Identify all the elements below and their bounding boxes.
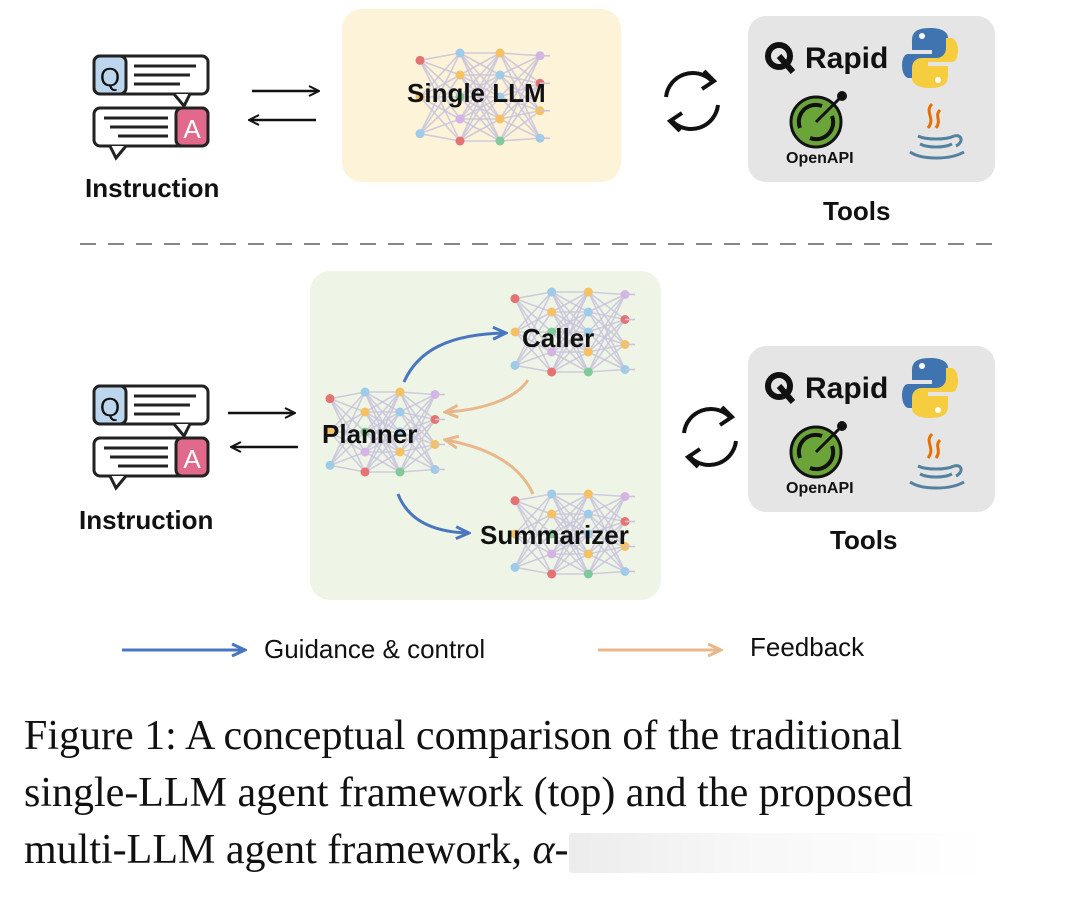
rapid-logo-icon-bottom xyxy=(765,372,796,404)
java-icon xyxy=(909,102,965,160)
caption-watermark xyxy=(568,833,989,874)
caller-network-icon xyxy=(510,287,635,377)
python-icon xyxy=(902,28,958,88)
caption-alpha: α- xyxy=(532,827,569,873)
openapi-label: OpenAPI xyxy=(786,150,854,167)
q-letter: Q xyxy=(100,62,120,92)
single-llm-network-icon xyxy=(415,48,550,146)
caption-line-2: single-LLM agent framework (top) and the… xyxy=(24,770,913,816)
planner-to-summarizer-arrow xyxy=(396,493,468,533)
caller-to-planner-arrow xyxy=(446,379,530,412)
planner-network-icon xyxy=(325,387,445,477)
a-letter: A xyxy=(183,114,201,144)
instruction-label: Instruction xyxy=(85,173,220,203)
java-icon-bottom xyxy=(909,432,965,490)
figure-caption: Figure 1: A conceptual comparison of the… xyxy=(24,708,1054,879)
caption-line-1: Figure 1: A conceptual comparison of the… xyxy=(24,713,903,759)
legend-feedback-label: Feedback xyxy=(750,632,865,662)
summarizer-network-icon xyxy=(510,489,635,579)
tools-label: Tools xyxy=(823,196,891,226)
single-llm-label: Single LLM xyxy=(407,78,546,108)
planner-to-caller-arrow xyxy=(402,333,505,383)
summarizer-to-planner-arrow xyxy=(446,440,535,495)
instruction-label-bottom: Instruction xyxy=(79,505,214,535)
caption-line-3: multi-LLM agent framework, α- xyxy=(24,822,1054,879)
instruction-chat-icon: Q A xyxy=(92,54,210,161)
rapid-logo-icon xyxy=(765,42,796,74)
q-letter: Q xyxy=(100,392,120,422)
openapi-label-bottom: OpenAPI xyxy=(786,480,854,497)
rapid-brand-label-bottom: Rapid xyxy=(805,372,889,405)
instruction-chat-icon-bottom: Q A xyxy=(92,384,210,491)
summarizer-label: Summarizer xyxy=(480,520,629,550)
python-icon-bottom xyxy=(902,358,958,418)
legend-guidance-label: Guidance & control xyxy=(264,634,486,664)
rapid-brand-label: Rapid xyxy=(805,42,889,75)
openapi-icon xyxy=(789,91,847,149)
planner-label: Planner xyxy=(322,419,418,449)
caption-line-3-text: multi-LLM agent framework, xyxy=(24,827,533,873)
openapi-icon-bottom xyxy=(789,421,847,479)
refresh-icon-bottom xyxy=(682,405,738,469)
refresh-icon xyxy=(664,69,720,133)
caller-label: Caller xyxy=(522,323,595,353)
tools-label-bottom: Tools xyxy=(830,525,898,555)
a-letter: A xyxy=(183,444,201,474)
